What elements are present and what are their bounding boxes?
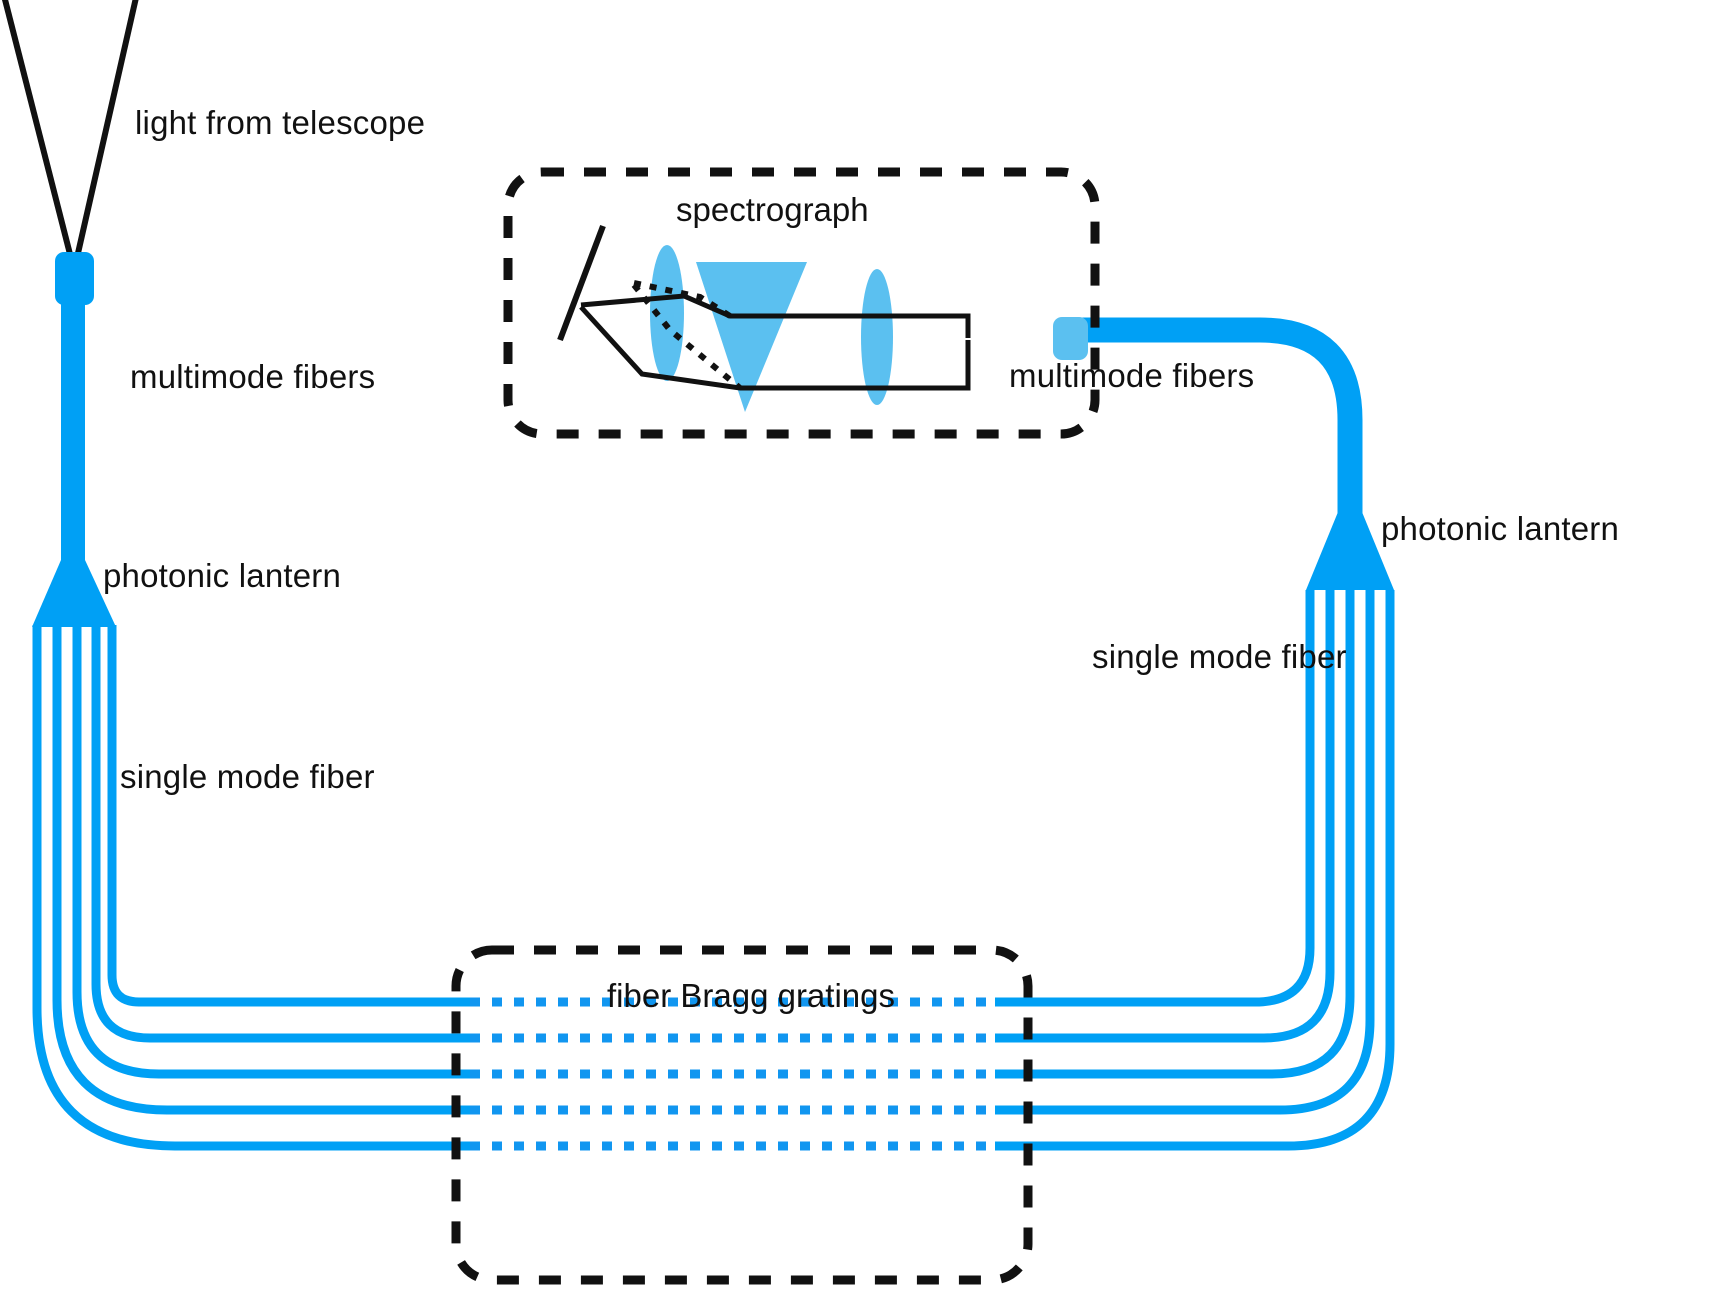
- right-fiber-strand-1: [995, 590, 1315, 1007]
- fiber-bragg-gratings-box: [451, 945, 1033, 1285]
- label-photonic-lantern-left: photonic lantern: [103, 557, 341, 594]
- right-photonic-lantern-taper: [1306, 512, 1394, 590]
- dotted-ray-paths: [631, 280, 742, 391]
- left-input-fiber-group: [32, 252, 116, 627]
- spectrograph-box: [503, 167, 1100, 439]
- dotted-ray-lower: [631, 283, 742, 391]
- right-fiber-strand-5: [995, 590, 1395, 1151]
- right-fiber-strand-4: [995, 590, 1375, 1115]
- telescope-beam-left-ray: [2, 0, 75, 263]
- right-output-fiber-group: [1053, 317, 1394, 590]
- label-spectrograph: spectrograph: [676, 191, 869, 228]
- left-fiber-strand-4: [52, 625, 470, 1115]
- left-fiber-strand-1: [107, 625, 470, 1007]
- label-photonic-lantern-right: photonic lantern: [1381, 510, 1619, 547]
- label-multimode-fibers-left: multimode fibers: [130, 358, 375, 395]
- collimator-mirror: [557, 224, 606, 342]
- left-single-mode-fiber-bundle: [32, 625, 470, 1151]
- left-fiber-strand-5: [32, 625, 470, 1151]
- camera-lens: [861, 269, 893, 405]
- telescope-beam-right-ray: [73, 0, 139, 263]
- right-fiber-strand-2: [995, 590, 1335, 1043]
- dispersing-prism: [696, 262, 807, 412]
- left-fiber-strand-2: [91, 625, 470, 1043]
- spectrograph-optics: [557, 224, 971, 412]
- label-light-from-telescope: light from telescope: [135, 104, 425, 141]
- fiber-bragg-grating-strands: [470, 997, 995, 1151]
- left-photonic-lantern-taper: [32, 560, 116, 627]
- right-single-mode-fiber-bundle: [995, 590, 1395, 1151]
- left-multimode-fiber-trunk: [61, 300, 85, 562]
- label-multimode-fibers-right: multimode fibers: [1009, 357, 1254, 394]
- dotted-ray-upper: [633, 280, 732, 319]
- telescope-beam-group: [2, 0, 139, 263]
- label-fiber-bragg-gratings: fiber Bragg gratings: [607, 977, 895, 1014]
- right-fiber-connector: [1053, 317, 1088, 360]
- collimator-lens: [650, 245, 684, 381]
- label-single-mode-fiber-left: single mode fiber: [120, 758, 375, 795]
- right-fiber-strand-3: [995, 590, 1355, 1079]
- right-multimode-fiber-path: [1082, 317, 1363, 518]
- left-fiber-connector: [55, 252, 94, 305]
- left-fiber-strand-3: [72, 625, 470, 1079]
- label-single-mode-fiber-right: single mode fiber: [1092, 638, 1347, 675]
